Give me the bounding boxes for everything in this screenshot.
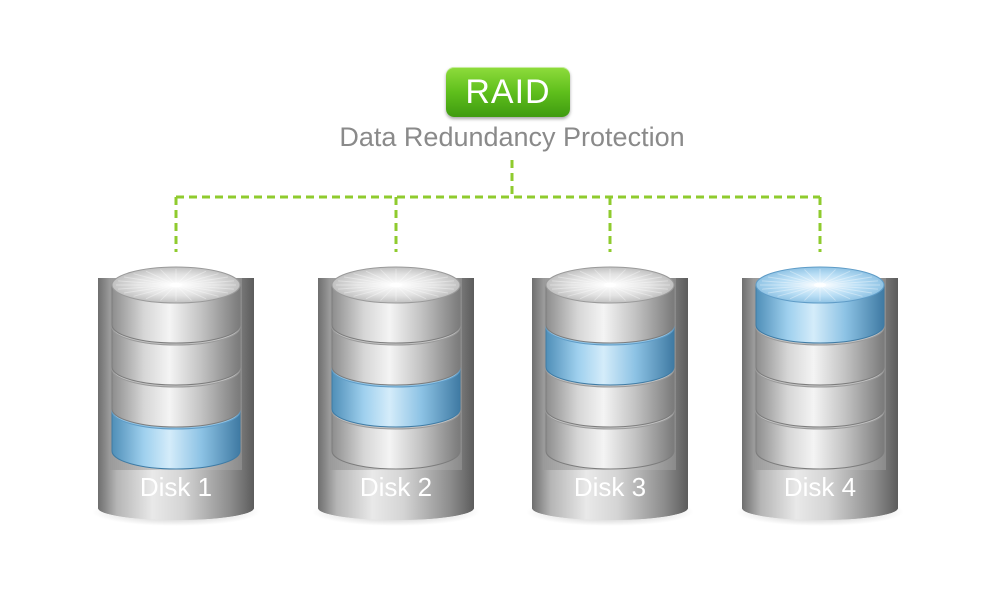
- platter-1: [331, 266, 461, 344]
- platter-1: [545, 266, 675, 344]
- disk-base: [98, 462, 254, 520]
- disk-label: Disk 1: [140, 472, 212, 502]
- disk-base: [318, 462, 474, 520]
- disk-label: Disk 3: [574, 472, 646, 502]
- disk-3: Disk 3: [526, 266, 694, 526]
- raid-badge: RAID: [446, 67, 570, 117]
- disk-1: Disk 1: [92, 266, 260, 526]
- platter-1-highlighted: [755, 266, 885, 344]
- disk-base: [532, 462, 688, 520]
- disk-2: Disk 2: [312, 266, 480, 526]
- diagram-subtitle: Data Redundancy Protection: [339, 122, 685, 152]
- disk-label: Disk 2: [360, 472, 432, 502]
- disk-label: Disk 4: [784, 472, 856, 502]
- platter-1: [111, 266, 241, 344]
- disk-base: [742, 462, 898, 520]
- disk-4: Disk 4: [736, 266, 904, 526]
